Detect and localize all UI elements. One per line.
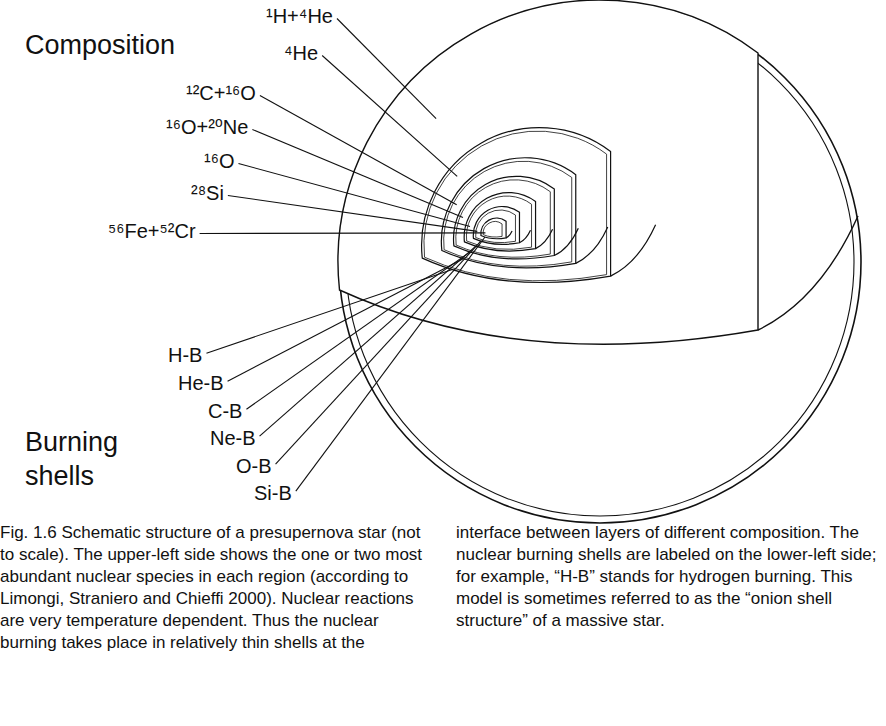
composition-label: ¹⁶O+²⁰Ne	[166, 116, 248, 139]
shell-floor	[536, 229, 553, 248]
leader-line	[252, 130, 463, 218]
burning-shell-line	[466, 196, 531, 249]
leader-line	[200, 232, 486, 234]
shell-boundary	[454, 176, 555, 259]
shell-floor	[611, 225, 656, 276]
leader-line	[228, 196, 477, 232]
composition-label: ¹H+⁴He	[266, 5, 333, 28]
shell-floor	[554, 228, 578, 255]
shell-floor	[519, 230, 530, 243]
leader-line	[337, 19, 436, 119]
burning-shell-label: He-B	[178, 372, 224, 395]
leader-line	[260, 96, 457, 205]
burning-shell-line	[483, 222, 502, 237]
section-heading: Burning shells	[25, 426, 165, 494]
figure-caption: Fig. 1.6 Schematic structure of a presup…	[0, 522, 886, 654]
leader-line	[260, 246, 476, 436]
cutaway-face	[338, 0, 758, 344]
section-heading: Composition	[25, 30, 175, 61]
burning-shell-label: C-B	[208, 400, 242, 423]
shell-boundary	[422, 128, 611, 283]
burning-shell-label: H-B	[168, 344, 202, 367]
leader-line	[322, 56, 457, 177]
leader-line	[246, 252, 469, 409]
leader-line	[276, 241, 481, 464]
burning-shell-line	[476, 210, 516, 243]
burning-shell-label: Ne-B	[210, 427, 256, 450]
leader-line	[238, 164, 470, 227]
shell-floor	[576, 227, 608, 263]
shell-boundary	[464, 193, 535, 252]
burning-shell-label: Si-B	[254, 482, 292, 505]
composition-label: ¹²C+¹⁶O	[186, 82, 256, 105]
shell-boundary	[441, 158, 575, 268]
shell-boundary	[473, 206, 519, 244]
burning-shell-label: O-B	[236, 455, 272, 478]
composition-label: ¹⁶O	[204, 150, 234, 173]
burning-shell-line	[456, 180, 550, 257]
shell-boundary	[481, 218, 506, 239]
burning-shell-line	[444, 161, 572, 266]
cutaway-floor	[758, 216, 858, 330]
composition-label: ⁵⁶Fe+⁵²Cr	[108, 220, 196, 243]
shell-floor	[506, 231, 512, 238]
composition-label: ²⁸Si	[191, 182, 224, 205]
burning-shell-line	[424, 131, 607, 281]
leader-line	[228, 259, 464, 381]
composition-label: ⁴He	[284, 42, 318, 65]
leader-line	[296, 237, 485, 491]
